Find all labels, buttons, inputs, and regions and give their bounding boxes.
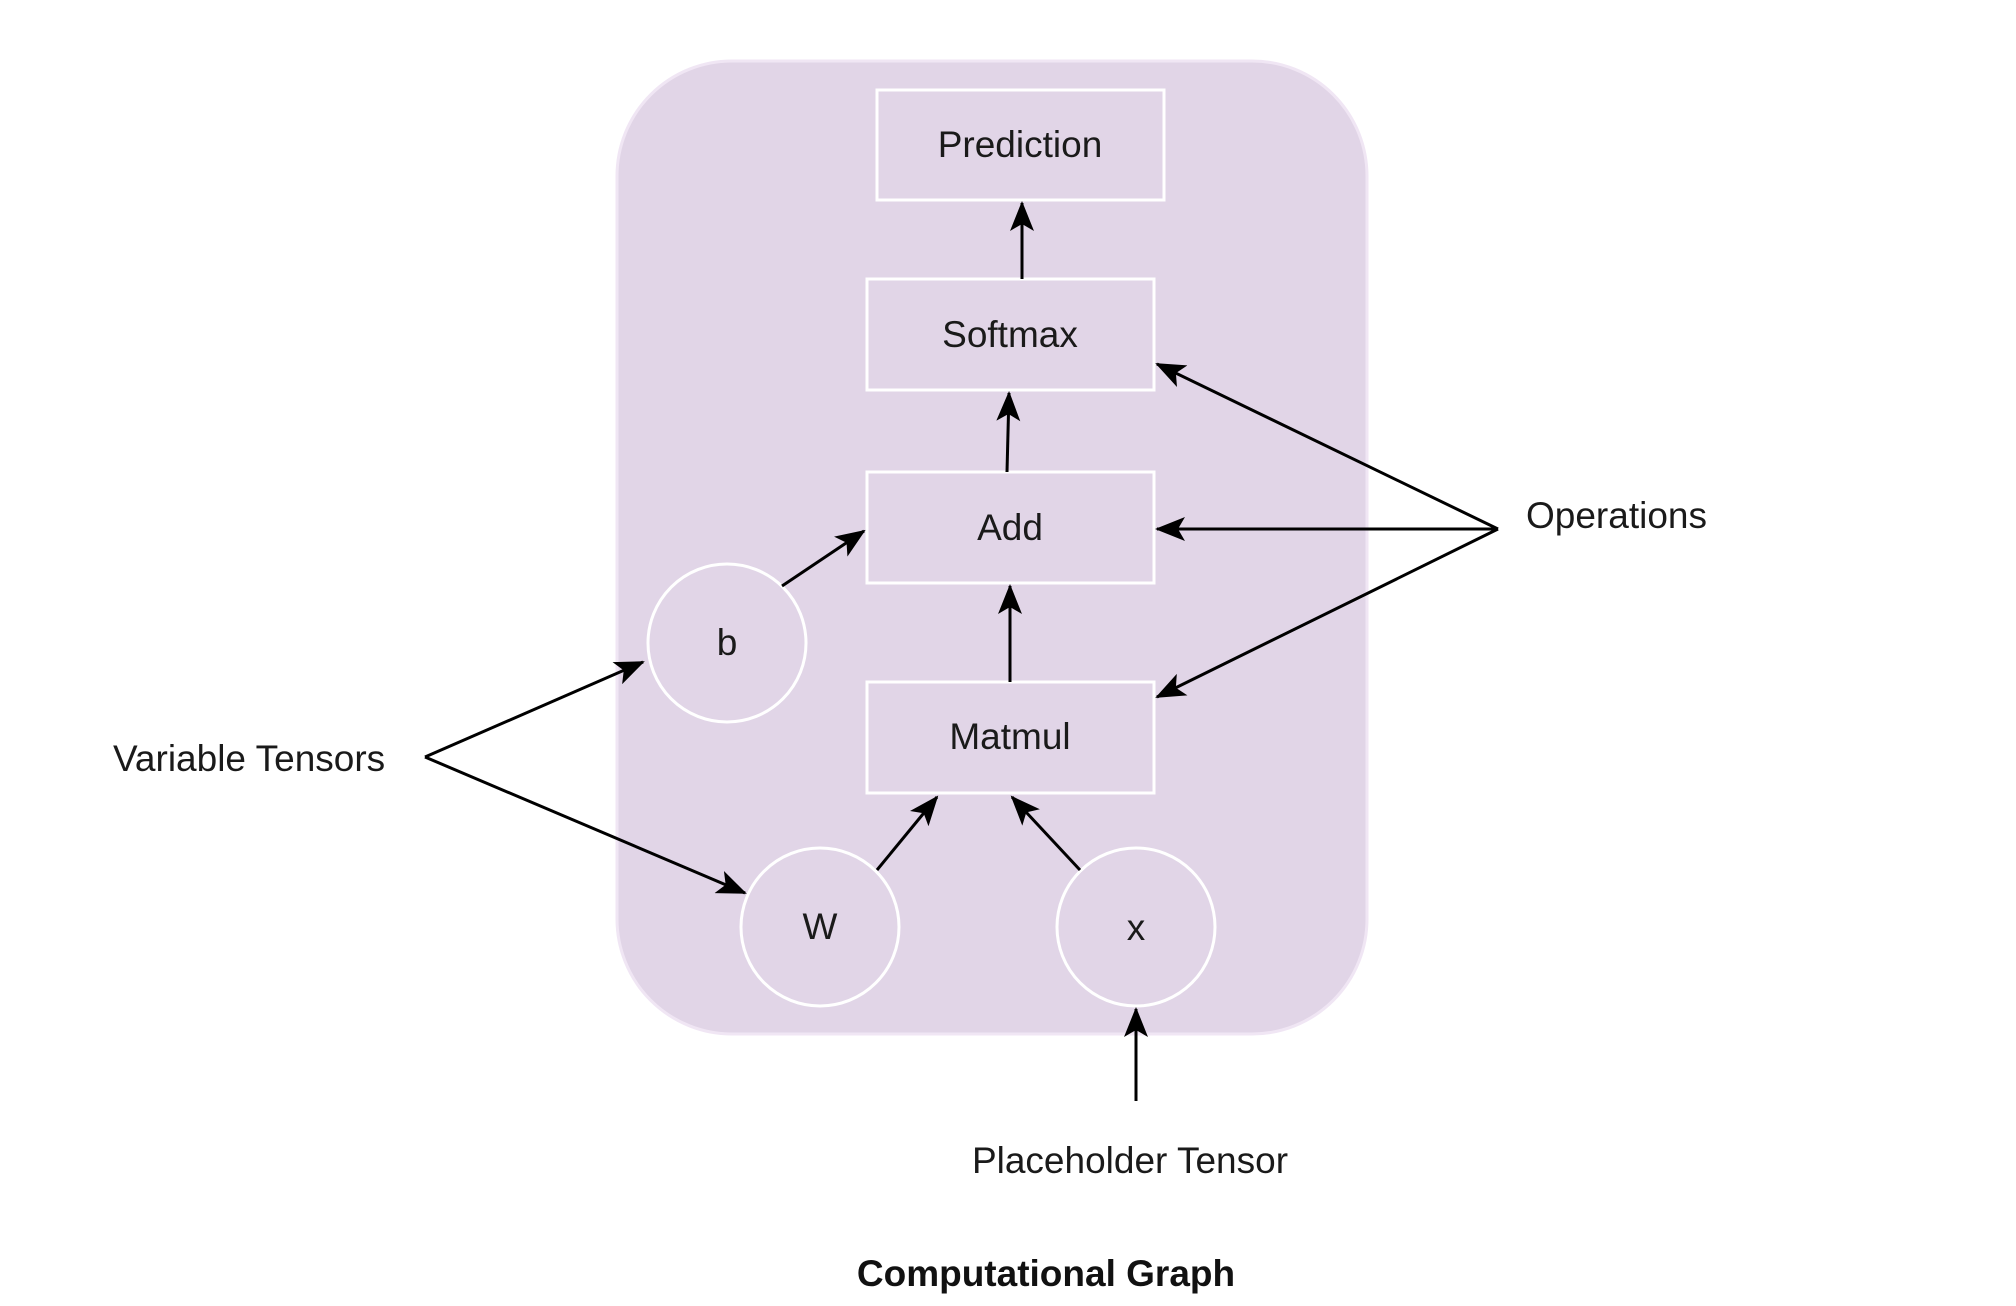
node-softmax-label: Softmax [942,314,1078,355]
edge-variable-tensors-to-b [424,660,645,759]
edge-add-to-softmax [996,391,1021,473]
node-w-circle [739,846,901,1008]
diagram-caption: Computational Graph [857,1253,1235,1294]
node-w: W [739,846,901,1008]
node-prediction-box [875,88,1166,202]
node-add: Add [865,470,1156,585]
edge-w-to-matmul [875,795,939,871]
node-b: b [646,562,808,724]
node-b-label: b [717,622,738,663]
node-matmul-label: Matmul [949,716,1070,757]
node-prediction-label: Prediction [938,124,1103,165]
node-x-circle [1055,846,1217,1008]
edge-x-to-matmul [1010,795,1082,872]
node-w-label: W [803,906,838,947]
node-x-label: x [1127,907,1146,948]
edge-operations-to-softmax [1155,362,1499,531]
annotation-operations: Operations [1526,495,1707,536]
node-matmul: Matmul [865,680,1156,795]
node-add-box [865,470,1156,585]
edge-operations-to-matmul [1155,527,1499,699]
node-b-circle [646,562,808,724]
node-softmax-box [865,277,1156,392]
annotation-variable-tensors: Variable Tensors [113,738,385,779]
edge-variable-tensors-to-w [424,755,747,895]
edge-b-to-add [781,529,866,588]
node-add-label: Add [977,507,1043,548]
node-x: x [1055,846,1217,1008]
node-prediction: Prediction [875,88,1166,202]
annotation-placeholder-tensor: Placeholder Tensor [972,1140,1288,1181]
node-matmul-box [865,680,1156,795]
node-softmax: Softmax [865,277,1156,392]
